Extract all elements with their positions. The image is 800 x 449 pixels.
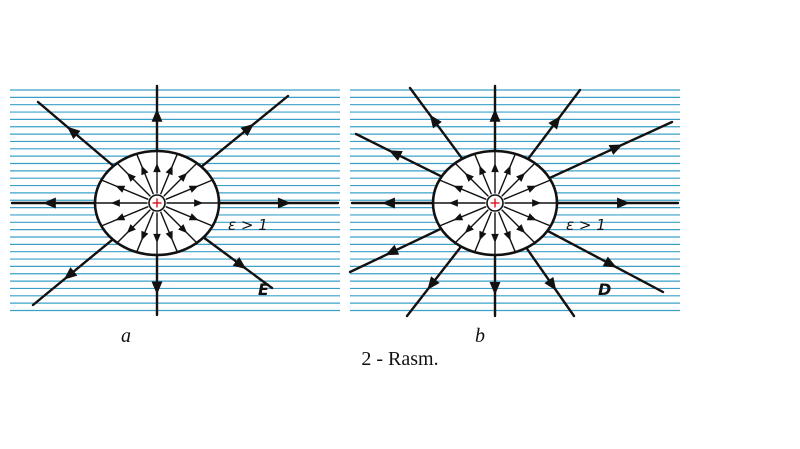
inner-line (455, 209, 489, 243)
inner-arrow (178, 172, 188, 182)
field-arrow (602, 256, 617, 268)
inner-arrow (165, 165, 173, 176)
inner-arrow (526, 185, 537, 193)
inner-line (439, 179, 487, 200)
point-charge-b (486, 194, 504, 212)
inner-arrow (464, 172, 474, 182)
figure-caption: 2 - Rasm. (361, 348, 439, 370)
inner-arrow (516, 172, 526, 182)
inner-arrow (503, 165, 511, 176)
inner-arrow (453, 213, 464, 221)
inner-field-lines-a (95, 151, 219, 255)
inner-line (160, 154, 178, 195)
inner-arrow (532, 199, 542, 207)
field-arrow (232, 256, 247, 270)
point-charge-a (148, 194, 166, 212)
inner-line (474, 154, 492, 195)
inner-line (501, 163, 535, 197)
inner-arrow (126, 172, 136, 182)
epsilon-label-a: ε > 1 (228, 216, 268, 234)
field-arrow (151, 281, 163, 295)
inner-arrow (448, 199, 458, 207)
inner-line (101, 206, 149, 227)
panel-label-a: a (121, 325, 131, 347)
inner-line (165, 206, 213, 227)
inner-line (136, 154, 154, 195)
inner-arrow (188, 185, 199, 193)
inner-arrow (479, 230, 487, 241)
panel-label-b: b (475, 325, 485, 347)
inner-line (439, 206, 487, 227)
inner-arrow (491, 163, 499, 173)
inner-arrow (194, 199, 204, 207)
field-arrow (489, 108, 501, 122)
field-arrow (151, 108, 163, 122)
inner-arrow (126, 224, 136, 234)
inner-line (136, 211, 154, 252)
inner-line (165, 179, 213, 200)
inner-arrow (115, 185, 126, 193)
field-arrow (385, 244, 400, 256)
field-arrow (617, 197, 631, 209)
inner-arrow (141, 230, 149, 241)
inner-line (503, 179, 551, 200)
inner-arrow (503, 230, 511, 241)
inner-arrow (153, 163, 161, 173)
inner-line (474, 211, 492, 252)
inner-line (501, 209, 535, 243)
inner-line (117, 209, 151, 243)
field-lines-a (10, 84, 340, 317)
panel-b-field-D: ε > 1 D b (348, 84, 680, 347)
inner-line (498, 211, 516, 252)
inner-arrow (110, 199, 120, 207)
inner-arrow (178, 224, 188, 234)
field-arrow (42, 197, 56, 209)
inner-arrow (516, 224, 526, 234)
inner-line (101, 179, 149, 200)
inner-line (498, 154, 516, 195)
field-arrow (608, 144, 623, 155)
inner-line (455, 163, 489, 197)
inner-arrow (165, 230, 173, 241)
inner-arrow (491, 233, 499, 243)
inner-line (117, 163, 151, 197)
vector-label-D: D (598, 280, 611, 299)
inner-arrow (141, 165, 149, 176)
field-arrow (63, 267, 78, 280)
field-arrow (489, 282, 501, 296)
field-arrow (548, 115, 561, 130)
field-line (546, 229, 665, 294)
inner-line (503, 206, 551, 227)
inner-arrow (453, 185, 464, 193)
panel-a-field-E: ε > 1 E a (10, 84, 340, 347)
field-arrow (429, 114, 442, 129)
inner-line (163, 209, 197, 243)
field-line (548, 120, 674, 180)
field-arrow (66, 126, 81, 140)
field-arrow (544, 276, 557, 291)
inner-arrow (188, 213, 199, 221)
field-arrow (427, 276, 440, 290)
field-arrow (277, 197, 291, 209)
field-arrow (381, 197, 395, 209)
field-arrow (388, 150, 403, 161)
epsilon-label-b: ε > 1 (566, 216, 606, 234)
vector-label-E: E (258, 280, 269, 299)
inner-field-lines-b (433, 151, 557, 255)
field-arrow (240, 123, 255, 137)
inner-arrow (479, 165, 487, 176)
inner-line (163, 163, 197, 197)
inner-arrow (153, 233, 161, 243)
inner-arrow (115, 213, 126, 221)
inner-arrow (464, 224, 474, 234)
field-lines-b (348, 84, 680, 318)
inner-arrow (526, 213, 537, 221)
inner-line (160, 211, 178, 252)
